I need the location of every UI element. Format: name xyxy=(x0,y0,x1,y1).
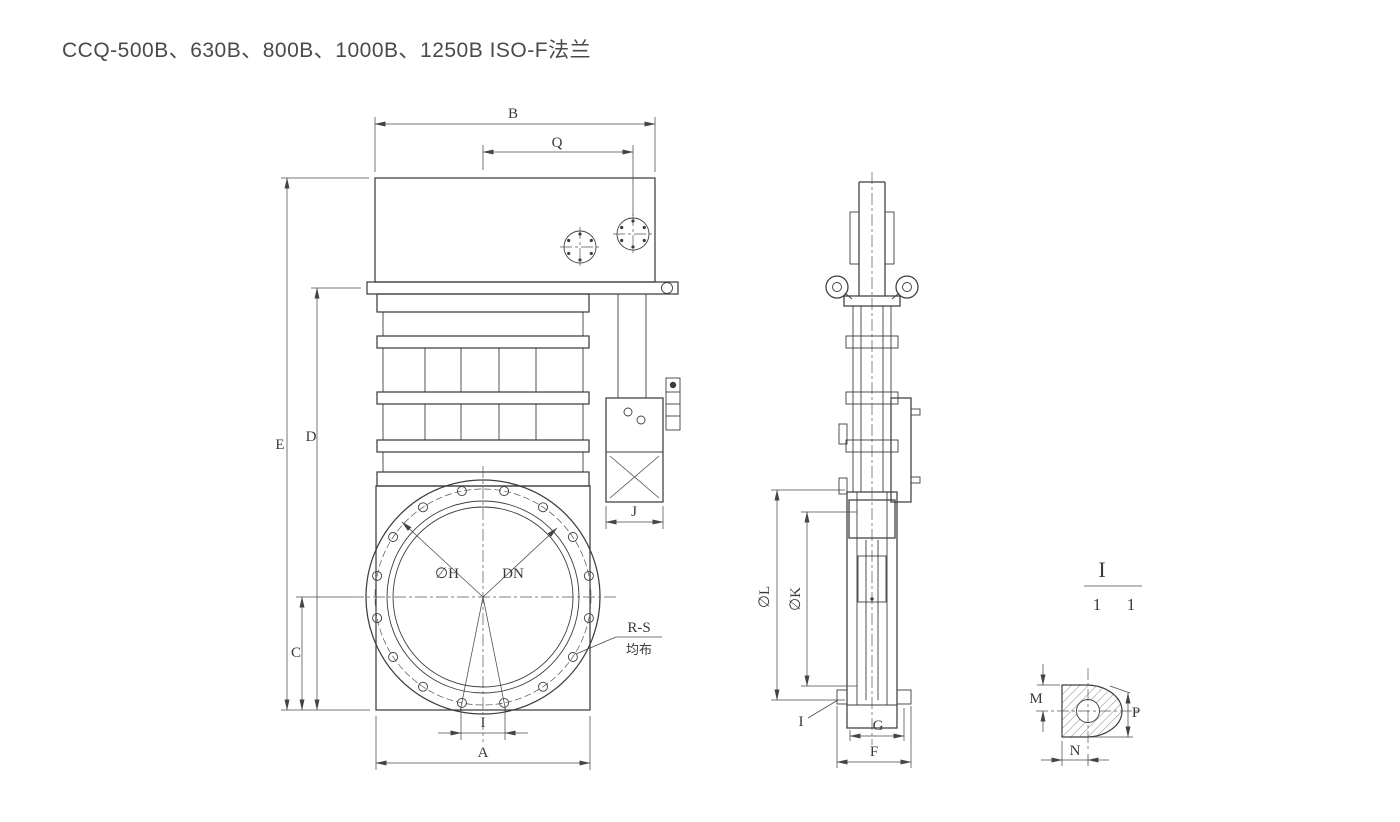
dim-label-E: E xyxy=(275,437,284,453)
dim-label-J: J xyxy=(631,504,637,520)
flange-bolt-holes xyxy=(372,486,594,708)
actuator-housing xyxy=(366,177,679,295)
dim-label-C: C xyxy=(291,645,301,661)
bolt-pattern-note: 均布 xyxy=(626,643,652,658)
front-view-dimensions: B Q E D C xyxy=(275,106,664,770)
detail-view: I 1 1 M P xyxy=(1029,557,1142,766)
drawing-title: CCQ-500B、630B、800B、1000B、1250B ISO-F法兰 xyxy=(62,39,592,62)
side-view-dimensions: ∅L ∅K G F I xyxy=(757,489,912,768)
lifting-eye-left xyxy=(825,275,849,299)
nominal-diameter-label: DN xyxy=(502,566,524,582)
pneumatic-cylinder xyxy=(605,294,681,503)
dim-label-G: G xyxy=(873,718,884,734)
bore-diameter-label: ∅H xyxy=(435,566,459,582)
valve-body: ∅H DN R-S 均布 xyxy=(352,466,662,742)
dim-label-A: A xyxy=(478,745,489,761)
dim-label-D: D xyxy=(306,429,317,445)
dim-label-K: ∅K xyxy=(788,587,804,611)
side-view: ∅L ∅K G F I xyxy=(757,172,921,768)
detail-section xyxy=(1036,668,1140,752)
detail-scale-block: I 1 1 xyxy=(1084,557,1142,614)
bolt-pattern-label: R-S xyxy=(627,620,650,636)
dim-label-N: N xyxy=(1070,743,1081,759)
dim-label-B: B xyxy=(508,106,518,122)
dim-label-M: M xyxy=(1029,691,1042,707)
detail-scale-denominator: 1 xyxy=(1127,595,1136,614)
side-body xyxy=(836,491,912,729)
detail-dimensions: M P N xyxy=(1029,664,1140,766)
front-view: ∅H DN R-S 均布 B Q xyxy=(275,106,681,770)
dim-label-L: ∅L xyxy=(757,586,773,608)
side-cylinder xyxy=(890,397,912,503)
dim-label-P: P xyxy=(1132,705,1140,721)
dim-label-F: F xyxy=(870,744,878,760)
detail-scale-numerator: 1 xyxy=(1093,595,1102,614)
dim-label-I: I xyxy=(481,715,486,731)
lifting-eye-right xyxy=(895,275,919,299)
dim-label-Q: Q xyxy=(552,135,563,151)
side-actuator xyxy=(825,181,921,503)
detail-callout-I: I xyxy=(799,714,804,730)
bellows-stack xyxy=(376,293,590,487)
detail-label: I xyxy=(1098,557,1105,582)
